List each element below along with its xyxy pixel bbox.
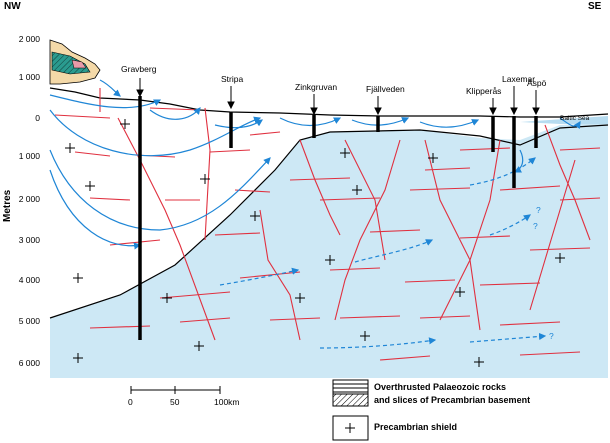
overthrust-block xyxy=(50,40,100,84)
tick-label: 3 000 xyxy=(0,235,40,245)
site-label-zinkgruvan: Zinkgruvan xyxy=(295,82,337,92)
legend-graphics xyxy=(333,380,368,440)
tick-label: 0 xyxy=(0,113,40,123)
site-label-klipperas: Klipperås xyxy=(466,86,501,96)
tick-label: 1 000 xyxy=(0,151,40,161)
scale-label-100km: 100km xyxy=(214,397,240,407)
legend-overthrust-line1: Overthrusted Palaeozoic rocks xyxy=(374,382,506,392)
direction-se: SE xyxy=(588,1,601,12)
tick-label: 2 000 xyxy=(0,194,40,204)
scale-label-50: 50 xyxy=(170,397,179,407)
site-label-aspo: Äspö xyxy=(527,78,546,88)
tick-label: 1 000 xyxy=(0,72,40,82)
tick-label: 2 000 xyxy=(0,34,40,44)
unknown-flow-mark: ? xyxy=(533,221,538,231)
site-label-fjallveden: Fjällveden xyxy=(366,84,405,94)
site-label-gravberg: Gravberg xyxy=(121,64,156,74)
site-label-stripa: Stripa xyxy=(221,74,243,84)
baltic-sea-label: Baltic Sea xyxy=(560,115,589,122)
tick-label: 5 000 xyxy=(0,316,40,326)
unknown-flow-mark: ? xyxy=(549,331,554,341)
tick-label: 6 000 xyxy=(0,358,40,368)
deep-groundwater-zone xyxy=(50,122,608,378)
label-pointers xyxy=(137,78,539,114)
legend-precambrian: Precambrian shield xyxy=(374,422,457,432)
scale-bar-graphic xyxy=(131,386,220,394)
unknown-flow-mark: ? xyxy=(536,205,541,215)
topography-line xyxy=(50,88,608,117)
legend-overthrust-line2: and slices of Precambrian basement xyxy=(374,395,530,405)
direction-nw: NW xyxy=(4,1,21,12)
scale-label-0: 0 xyxy=(128,397,133,407)
tick-label: 4 000 xyxy=(0,275,40,285)
